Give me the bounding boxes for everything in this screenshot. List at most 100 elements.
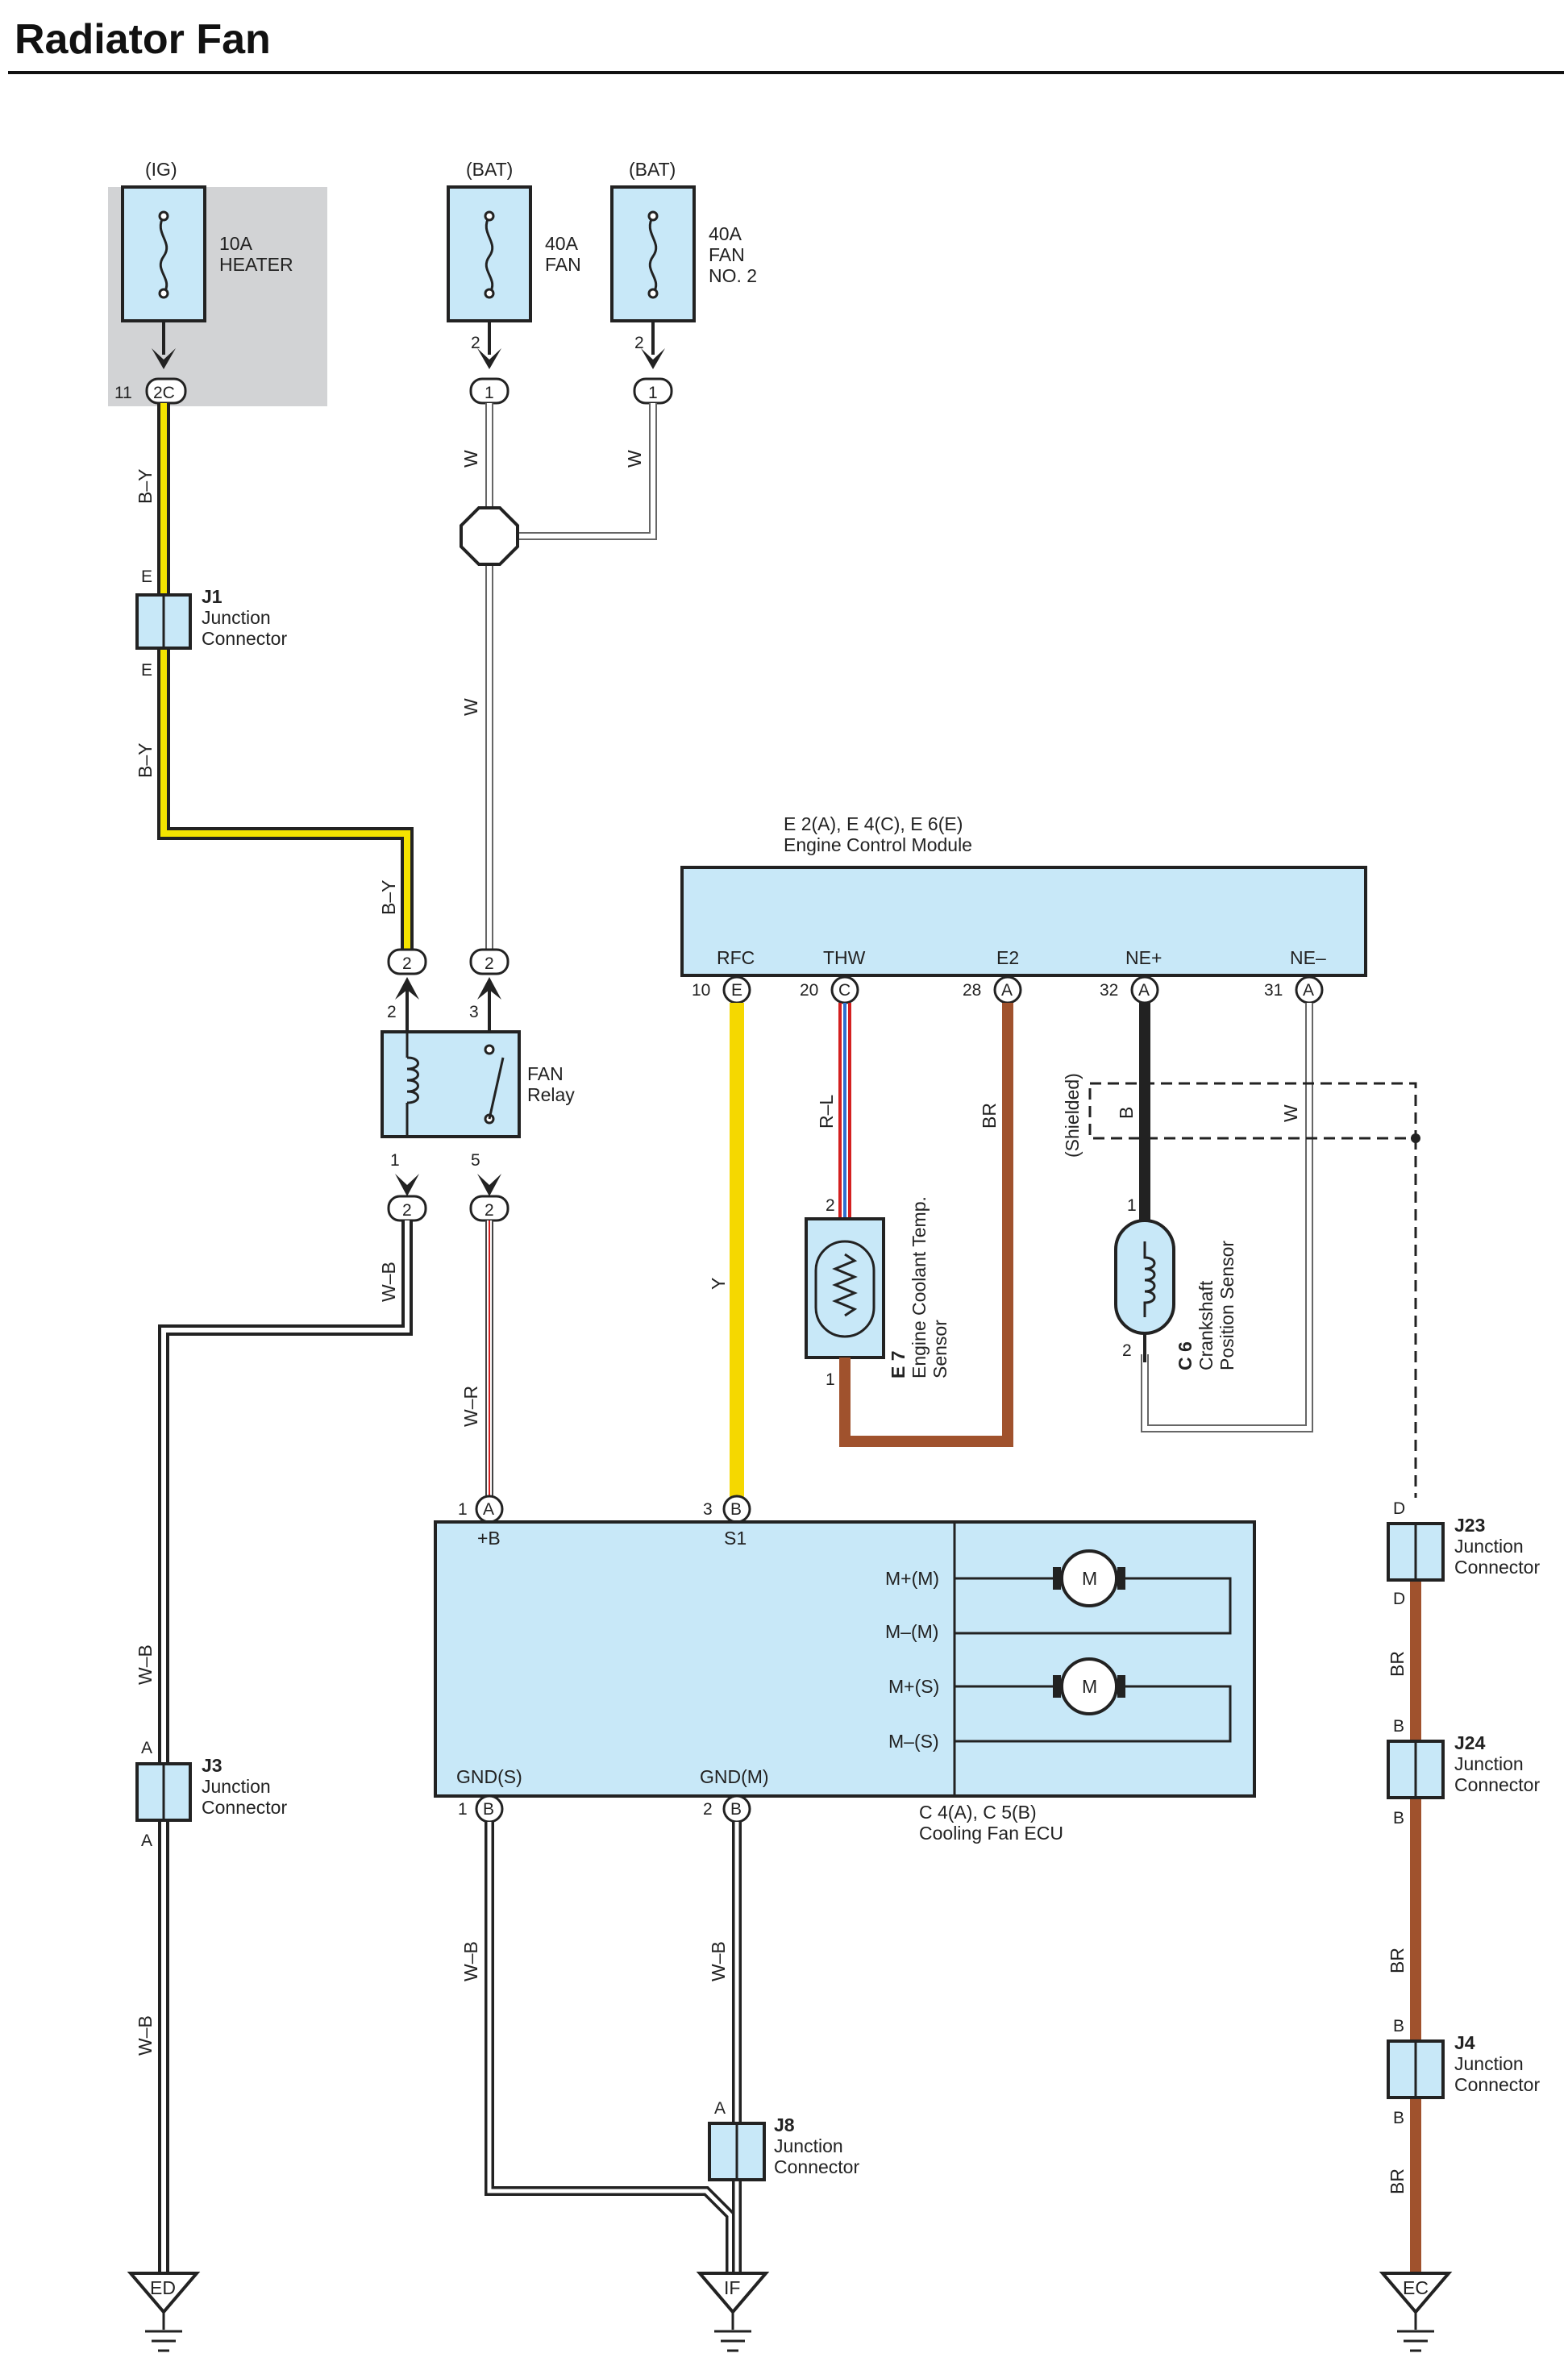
svg-text:Connector: Connector	[1454, 2074, 1540, 2095]
svg-text:E 7: E 7	[888, 1350, 909, 1378]
fuse-supply: (IG)	[145, 159, 177, 180]
junction-j8: A J8 Junction Connector	[708, 2099, 859, 2181]
svg-text:1: 1	[458, 1800, 468, 1819]
svg-text:Junction: Junction	[1454, 2053, 1524, 2074]
shielded-label: (Shielded)	[1062, 1073, 1083, 1158]
svg-text:B: B	[730, 1800, 742, 1819]
ecm-connectors: E 2(A), E 4(C), E 6(E)	[784, 813, 963, 834]
svg-text:E: E	[731, 981, 742, 1000]
svg-text:40A: 40A	[709, 223, 742, 244]
svg-text:W: W	[624, 450, 645, 468]
svg-text:W–B: W–B	[378, 1262, 399, 1302]
svg-text:C 6: C 6	[1175, 1341, 1196, 1370]
svg-text:FAN: FAN	[527, 1063, 564, 1084]
svg-text:1: 1	[648, 384, 658, 402]
svg-text:Sensor: Sensor	[930, 1320, 950, 1378]
svg-text:3: 3	[469, 1003, 479, 1021]
svg-text:Y: Y	[708, 1278, 729, 1290]
svg-text:M+(M): M+(M)	[885, 1568, 939, 1589]
svg-text:FAN: FAN	[545, 254, 581, 275]
svg-text:B: B	[1393, 1809, 1404, 1827]
svg-text:28: 28	[963, 981, 981, 1000]
svg-text:+B: +B	[477, 1528, 501, 1549]
svg-text:1: 1	[485, 384, 494, 402]
svg-text:IF: IF	[724, 2277, 740, 2298]
svg-text:2: 2	[402, 1201, 412, 1220]
svg-text:1: 1	[826, 1370, 835, 1389]
wire-w-bat: W W W	[460, 403, 657, 951]
svg-text:20: 20	[800, 981, 818, 1000]
svg-text:Relay: Relay	[527, 1084, 575, 1105]
svg-text:THW: THW	[823, 947, 866, 968]
svg-text:(BAT): (BAT)	[629, 159, 676, 180]
svg-text:A: A	[483, 1500, 494, 1519]
fuse-rating: 10A	[219, 233, 253, 254]
ground-ec: EC	[1379, 2272, 1453, 2352]
svg-text:NO. 2: NO. 2	[709, 265, 757, 286]
svg-text:NE–: NE–	[1290, 947, 1326, 968]
coolant-temp-sensor: 2 1 E 7 Engine Coolant Temp. Sensor	[805, 1196, 950, 1389]
fuse-fan-no2: (BAT) 40A FAN NO. 2 2 1	[610, 159, 757, 405]
svg-text:2: 2	[471, 334, 480, 352]
wire-y: Y	[708, 1003, 744, 1498]
svg-text:E: E	[141, 661, 152, 680]
svg-text:B: B	[1393, 2109, 1404, 2127]
svg-text:10: 10	[692, 981, 710, 1000]
svg-text:2: 2	[1122, 1341, 1132, 1360]
pickup-coil-icon	[1143, 1241, 1156, 1317]
svg-text:A: A	[1001, 981, 1013, 1000]
connector-arrow-icon	[477, 977, 501, 1000]
splice-point	[460, 506, 519, 566]
page-title: Radiator Fan	[15, 16, 271, 63]
svg-text:31: 31	[1264, 981, 1283, 1000]
wire-br-ground: BR BR BR	[1387, 1548, 1421, 2273]
svg-text:Engine Coolant Temp.: Engine Coolant Temp.	[909, 1196, 930, 1378]
svg-text:Junction: Junction	[202, 607, 271, 628]
svg-text:Connector: Connector	[202, 628, 287, 649]
engine-control-module: E 2(A), E 4(C), E 6(E) Engine Control Mo…	[680, 813, 1367, 977]
fuse-box	[447, 185, 532, 322]
junction-j23: D D J23 Junction Connector	[1387, 1499, 1540, 1608]
svg-text:Connector: Connector	[1454, 1557, 1540, 1578]
svg-text:NE+: NE+	[1125, 947, 1162, 968]
svg-text:A: A	[141, 1739, 152, 1757]
ground-icon	[696, 2272, 770, 2315]
ground-icon	[1379, 2272, 1453, 2315]
svg-text:BR: BR	[1387, 1651, 1408, 1677]
relay-switch-icon	[488, 1057, 505, 1120]
svg-text:2: 2	[387, 1003, 397, 1021]
svg-text:J24: J24	[1454, 1732, 1486, 1753]
svg-text:J1: J1	[202, 586, 223, 607]
svg-text:GND(M): GND(M)	[700, 1766, 769, 1787]
svg-text:2: 2	[703, 1800, 713, 1819]
svg-text:J4: J4	[1454, 2032, 1475, 2053]
cooling-fan-ecu: A 1 B 3 +B S1 GND(S) GND(M) M+(M) M–(M) …	[434, 1495, 1256, 1844]
svg-text:D: D	[1393, 1590, 1405, 1608]
svg-text:W: W	[460, 450, 481, 468]
svg-text:2: 2	[634, 334, 644, 352]
svg-text:B–Y: B–Y	[135, 469, 156, 504]
wire-w-b-gnd: W–B W–B	[460, 1822, 742, 2273]
fan-ecu-name: Cooling Fan ECU	[919, 1823, 1063, 1844]
svg-text:E2: E2	[996, 947, 1019, 968]
svg-text:2: 2	[485, 1201, 494, 1220]
ground-ed: ED	[127, 2272, 201, 2352]
wire-b-y: B–Y B–Y B–Y	[135, 403, 414, 951]
svg-text:B: B	[1393, 1717, 1404, 1736]
svg-text:5: 5	[471, 1151, 480, 1170]
crankshaft-position-sensor: 1 2 C 6 Crankshaft Position Sensor	[1114, 1196, 1237, 1370]
svg-text:R–L: R–L	[816, 1095, 837, 1129]
wire-br-e2: BR	[839, 1003, 1013, 1447]
junction-j24: B B J24 Junction Connector	[1387, 1717, 1540, 1827]
fuse-box	[121, 185, 206, 322]
svg-text:32: 32	[1100, 981, 1118, 1000]
fuse-supply: (BAT)	[466, 159, 513, 180]
svg-text:BR: BR	[1387, 1948, 1408, 1973]
svg-text:RFC: RFC	[717, 947, 755, 968]
fuse-box	[610, 185, 696, 322]
svg-text:J8: J8	[774, 2114, 795, 2135]
svg-text:Junction: Junction	[1454, 1536, 1524, 1557]
svg-text:M–(S): M–(S)	[888, 1731, 939, 1752]
svg-text:B: B	[1116, 1107, 1137, 1119]
relay-coil-icon	[406, 1056, 419, 1104]
